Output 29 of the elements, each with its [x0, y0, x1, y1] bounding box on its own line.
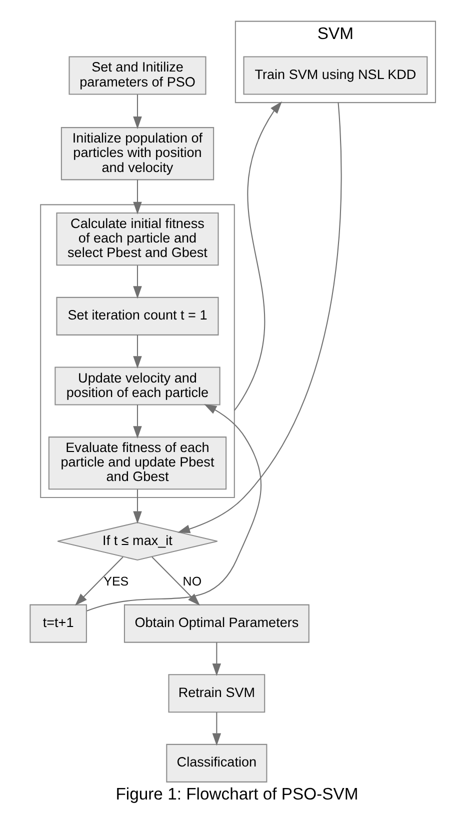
node-box: Evaluate fitness of each particle and update Pbest and Gbest [48, 436, 227, 490]
node-box: Obtain Optimal Parameters [124, 604, 310, 643]
arrow [133, 266, 142, 299]
arrow [133, 404, 142, 439]
node-box: Update velocity and position of each particle [54, 366, 220, 406]
node-diamond: If t ≤ max_it [57, 522, 218, 561]
node-box: t=t+1 [30, 604, 87, 643]
arrow [152, 556, 200, 606]
node-box: Calculate initial fitness of each particle and select Pbest and Gbest [56, 212, 219, 266]
cluster [40, 204, 235, 498]
arrow [133, 335, 142, 369]
node-box: Set iteration count t = 1 [56, 296, 219, 336]
arrow [234, 101, 282, 411]
arrow [178, 102, 342, 534]
node-box: Initialize population of particles with position and velocity [60, 127, 214, 180]
node-box: Train SVM using NSL KDD [243, 56, 428, 95]
arrow [133, 489, 142, 524]
arrow [86, 404, 262, 612]
node-box: Retrain SVM [168, 674, 266, 713]
arrow [212, 712, 222, 746]
edge-label: NO [182, 574, 202, 589]
node-box: Set and Initilize parameters of PSO [68, 56, 206, 95]
node-box: Classification [166, 744, 268, 782]
edge-label: YES [104, 574, 129, 589]
arrow [133, 180, 142, 214]
arrow [74, 556, 124, 606]
caption: Figure 1: Flowchart of PSO-SVM [116, 784, 358, 804]
arrow [212, 642, 222, 676]
arrow [133, 94, 142, 130]
